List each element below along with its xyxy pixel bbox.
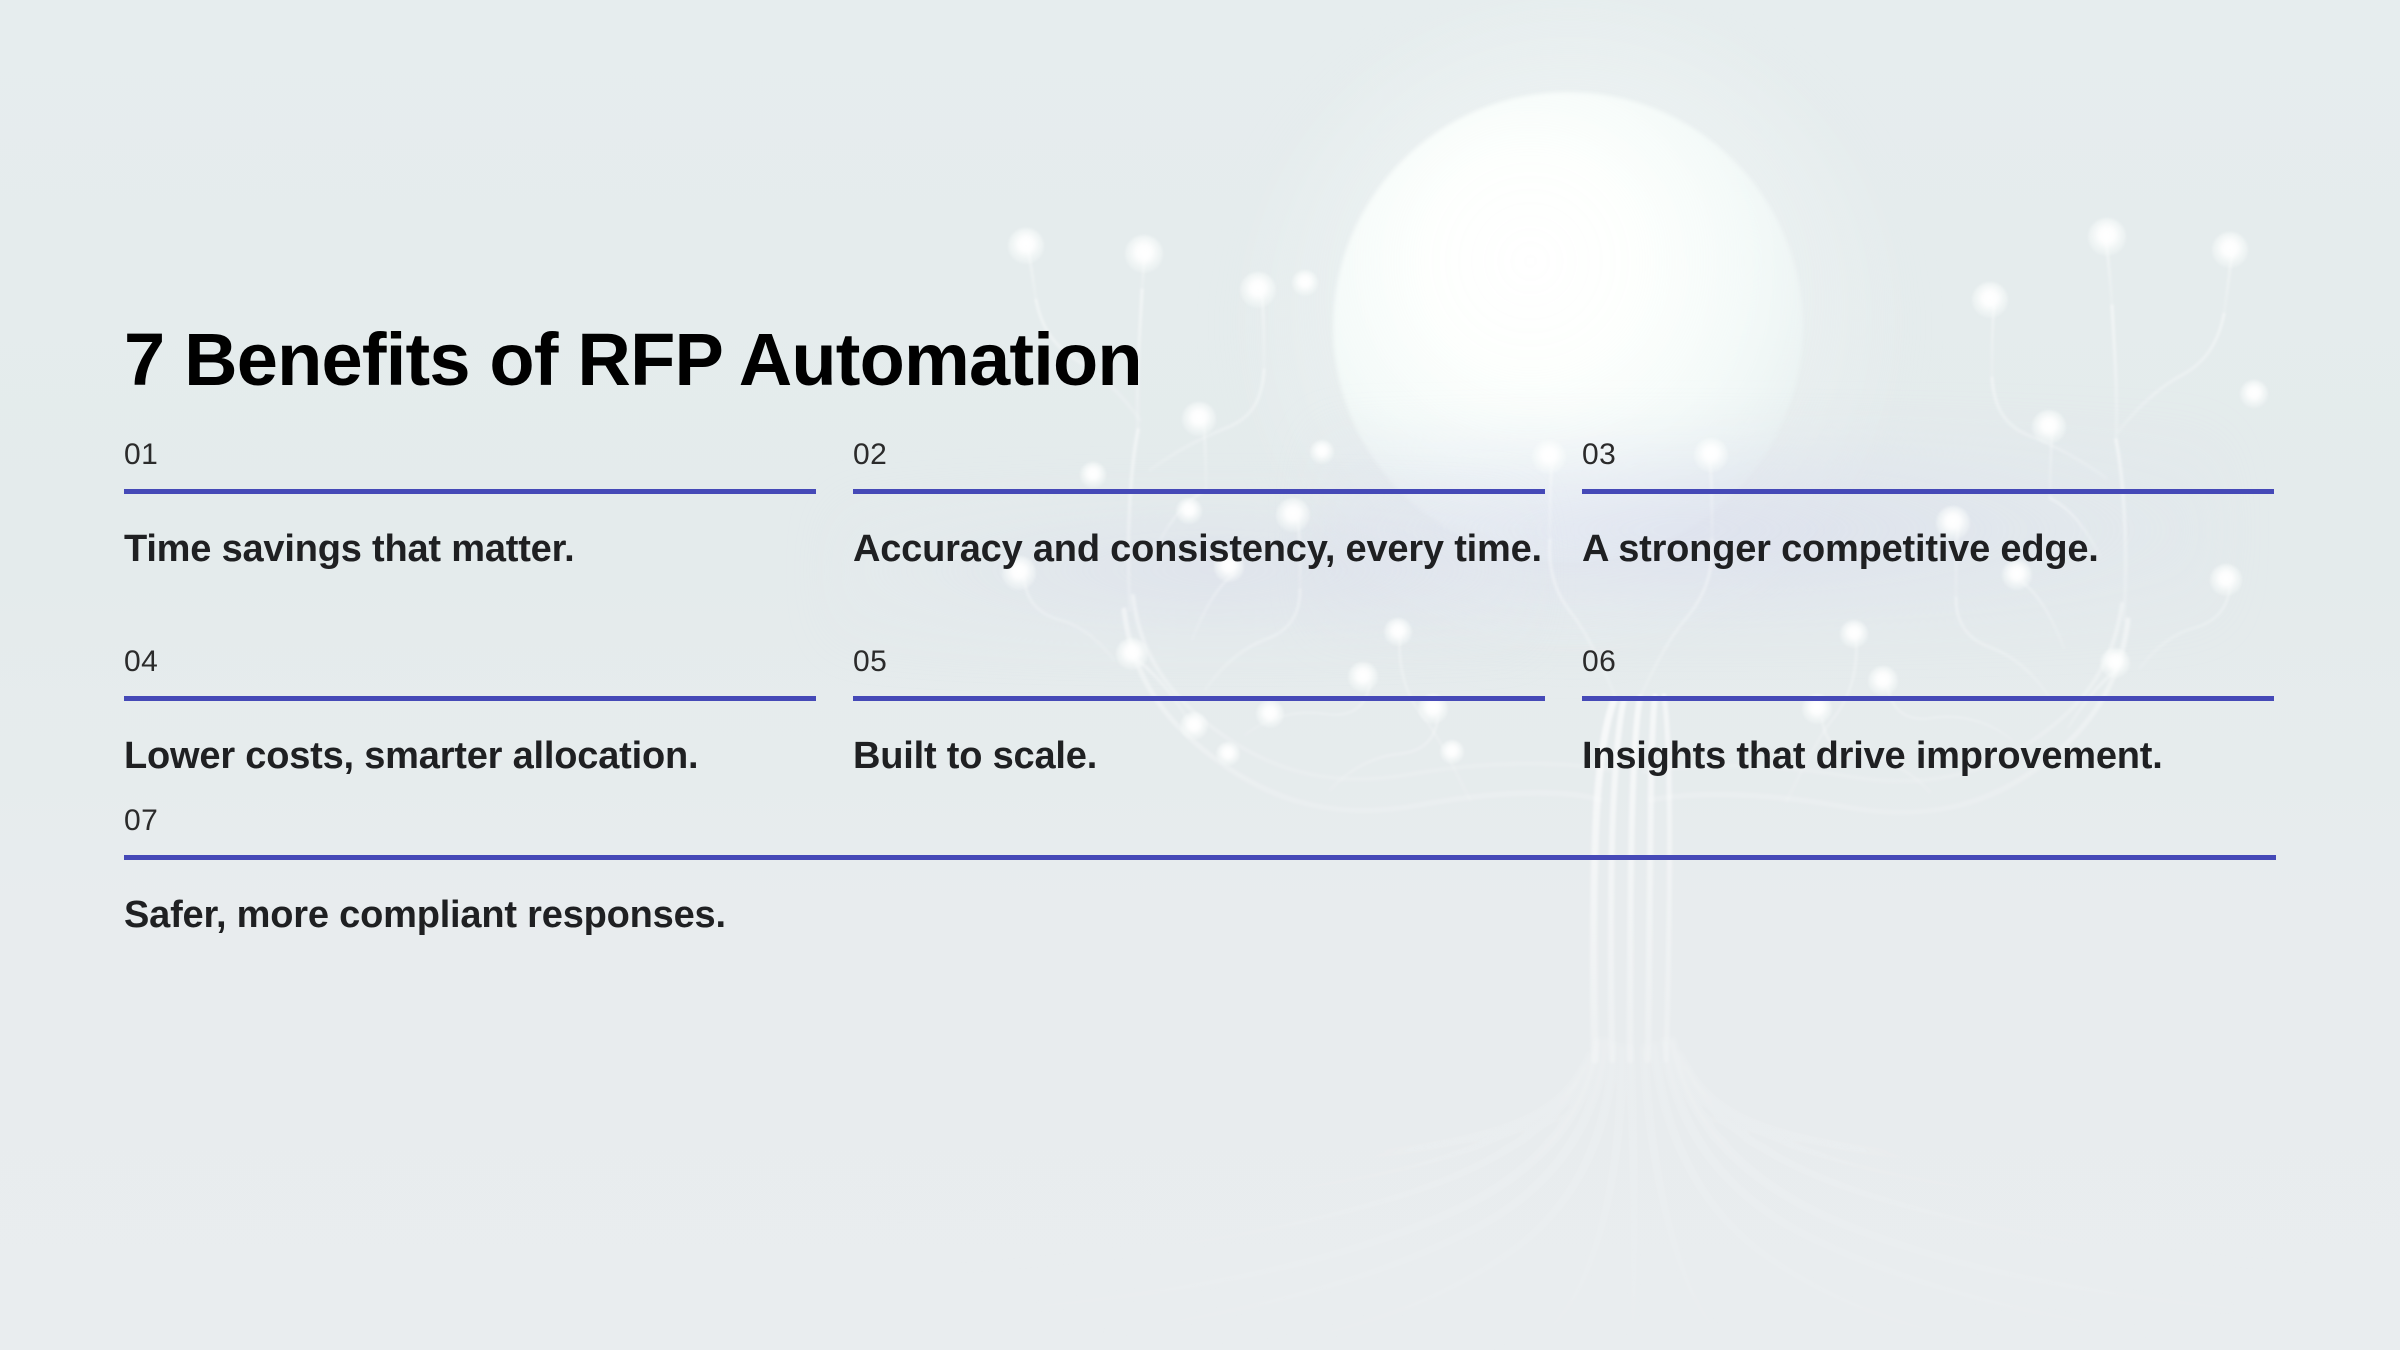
benefit-label: Accuracy and consistency, every time.: [853, 528, 1542, 570]
benefits-row: 04 Lower costs, smarter allocation. 05 B…: [124, 647, 2276, 779]
benefit-label: Time savings that matter.: [124, 528, 575, 570]
benefits-grid: 01 Time savings that matter. 02 Accuracy…: [124, 440, 2276, 939]
benefit-number: 02: [853, 438, 888, 471]
benefit-label: A stronger competitive edge.: [1582, 528, 2099, 570]
benefit-item-05[interactable]: 05 Built to scale.: [853, 647, 1545, 779]
benefit-divider: [853, 489, 1545, 494]
benefit-label: Safer, more compliant responses.: [124, 894, 726, 937]
benefit-divider: [124, 696, 816, 701]
benefit-number: 04: [124, 645, 159, 678]
benefit-item-01[interactable]: 01 Time savings that matter.: [124, 440, 816, 620]
page-title: 7 Benefits of RFP Automation: [124, 317, 1143, 401]
benefit-label: Lower costs, smarter allocation.: [124, 735, 699, 777]
benefit-label: Built to scale.: [853, 735, 1098, 777]
benefit-number: 01: [124, 438, 159, 471]
benefit-number: 03: [1582, 438, 1617, 471]
benefit-item-07[interactable]: 07 Safer, more compliant responses.: [124, 806, 2276, 938]
benefit-item-06[interactable]: 06 Insights that drive improvement.: [1582, 647, 2274, 779]
benefit-divider: [1582, 696, 2274, 701]
benefit-number: 06: [1582, 645, 1617, 678]
benefit-item-04[interactable]: 04 Lower costs, smarter allocation.: [124, 647, 816, 779]
benefits-row: 07 Safer, more compliant responses.: [124, 806, 2276, 938]
benefits-row: 01 Time savings that matter. 02 Accuracy…: [124, 440, 2276, 620]
benefit-divider: [124, 489, 816, 494]
benefit-divider: [1582, 489, 2274, 494]
benefit-item-02[interactable]: 02 Accuracy and consistency, every time.: [853, 440, 1545, 620]
benefit-item-03[interactable]: 03 A stronger competitive edge.: [1582, 440, 2274, 620]
benefit-label: Insights that drive improvement.: [1582, 735, 2163, 777]
benefit-divider: [853, 696, 1545, 701]
benefit-divider: [124, 855, 2276, 861]
benefit-number: 05: [853, 645, 888, 678]
benefit-number: 07: [124, 804, 159, 838]
